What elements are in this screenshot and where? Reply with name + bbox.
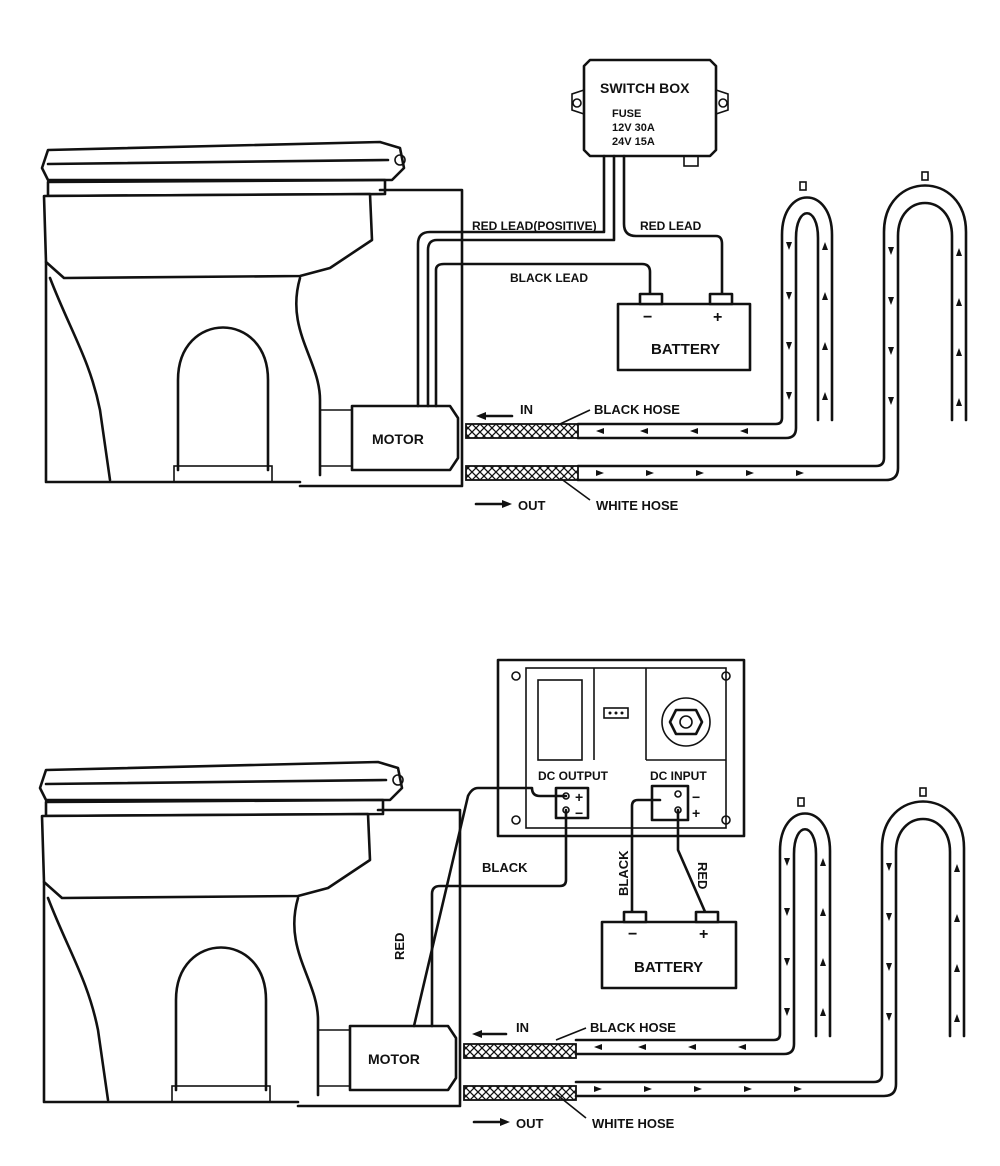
in-label-bottom: IN (516, 1020, 529, 1035)
out-arrow-icon (474, 500, 512, 508)
switch-box: SWITCH BOX FUSE 12V 30A 24V 15A (571, 58, 729, 167)
in-label: IN (520, 402, 533, 417)
switch-box-title: SWITCH BOX (600, 80, 690, 96)
battery-label: BATTERY (651, 341, 720, 358)
bottom-diagram: + − − + DC OUTPUT DC INPUT BLACK BLACK R… (38, 658, 966, 1131)
bottom-wiring (412, 786, 708, 1028)
top-wiring (416, 154, 724, 408)
black-lead-label: BLACK LEAD (510, 271, 588, 285)
red-lead-label: RED LEAD (640, 219, 702, 233)
dc-input-negative: − (692, 789, 700, 805)
fuse-12v-label: 12V 30A (612, 122, 655, 134)
toilet-illustration-bottom (38, 760, 578, 1108)
black-wire-vertical-label: BLACK (616, 850, 631, 896)
red-wire-vertical-label: RED (695, 862, 710, 889)
motor-label-bottom: MOTOR (368, 1051, 420, 1067)
control-panel: + − − + DC OUTPUT DC INPUT (496, 658, 746, 838)
battery-negative: − (643, 309, 652, 326)
top-diagram: SWITCH BOX FUSE 12V 30A 24V 15A RED LEAD… (40, 58, 968, 513)
fuse-24v-label: 24V 15A (612, 136, 655, 148)
battery-label-bottom: BATTERY (634, 959, 703, 976)
dc-output-positive: + (575, 789, 583, 805)
dc-input-positive: + (692, 805, 700, 821)
bottom-battery: − + BATTERY (600, 910, 738, 990)
dc-output-negative: − (575, 805, 583, 821)
toilet-illustration (40, 140, 580, 488)
red-lead-positive-label: RED LEAD(POSITIVE) (472, 219, 597, 233)
dc-input-label: DC INPUT (650, 769, 707, 783)
fuse-label: FUSE (612, 108, 641, 120)
out-arrow-icon-bottom (472, 1118, 510, 1126)
in-arrow-icon-bottom (472, 1030, 508, 1038)
red-wire-label: RED (392, 933, 407, 960)
battery-positive: + (713, 309, 722, 326)
black-hose-label: BLACK HOSE (594, 402, 680, 417)
black-wire-label: BLACK (482, 860, 528, 875)
motor-label: MOTOR (372, 431, 424, 447)
out-label-bottom: OUT (516, 1116, 544, 1131)
dc-output-label: DC OUTPUT (538, 769, 609, 783)
out-label: OUT (518, 498, 546, 513)
white-hose-label: WHITE HOSE (596, 498, 679, 513)
white-hose-label-bottom: WHITE HOSE (592, 1116, 675, 1131)
battery-negative-bottom: − (628, 926, 637, 943)
black-hose-label-bottom: BLACK HOSE (590, 1020, 676, 1035)
in-arrow-icon (476, 412, 514, 420)
battery-positive-bottom: + (699, 926, 708, 943)
top-battery: − + BATTERY (616, 292, 752, 372)
